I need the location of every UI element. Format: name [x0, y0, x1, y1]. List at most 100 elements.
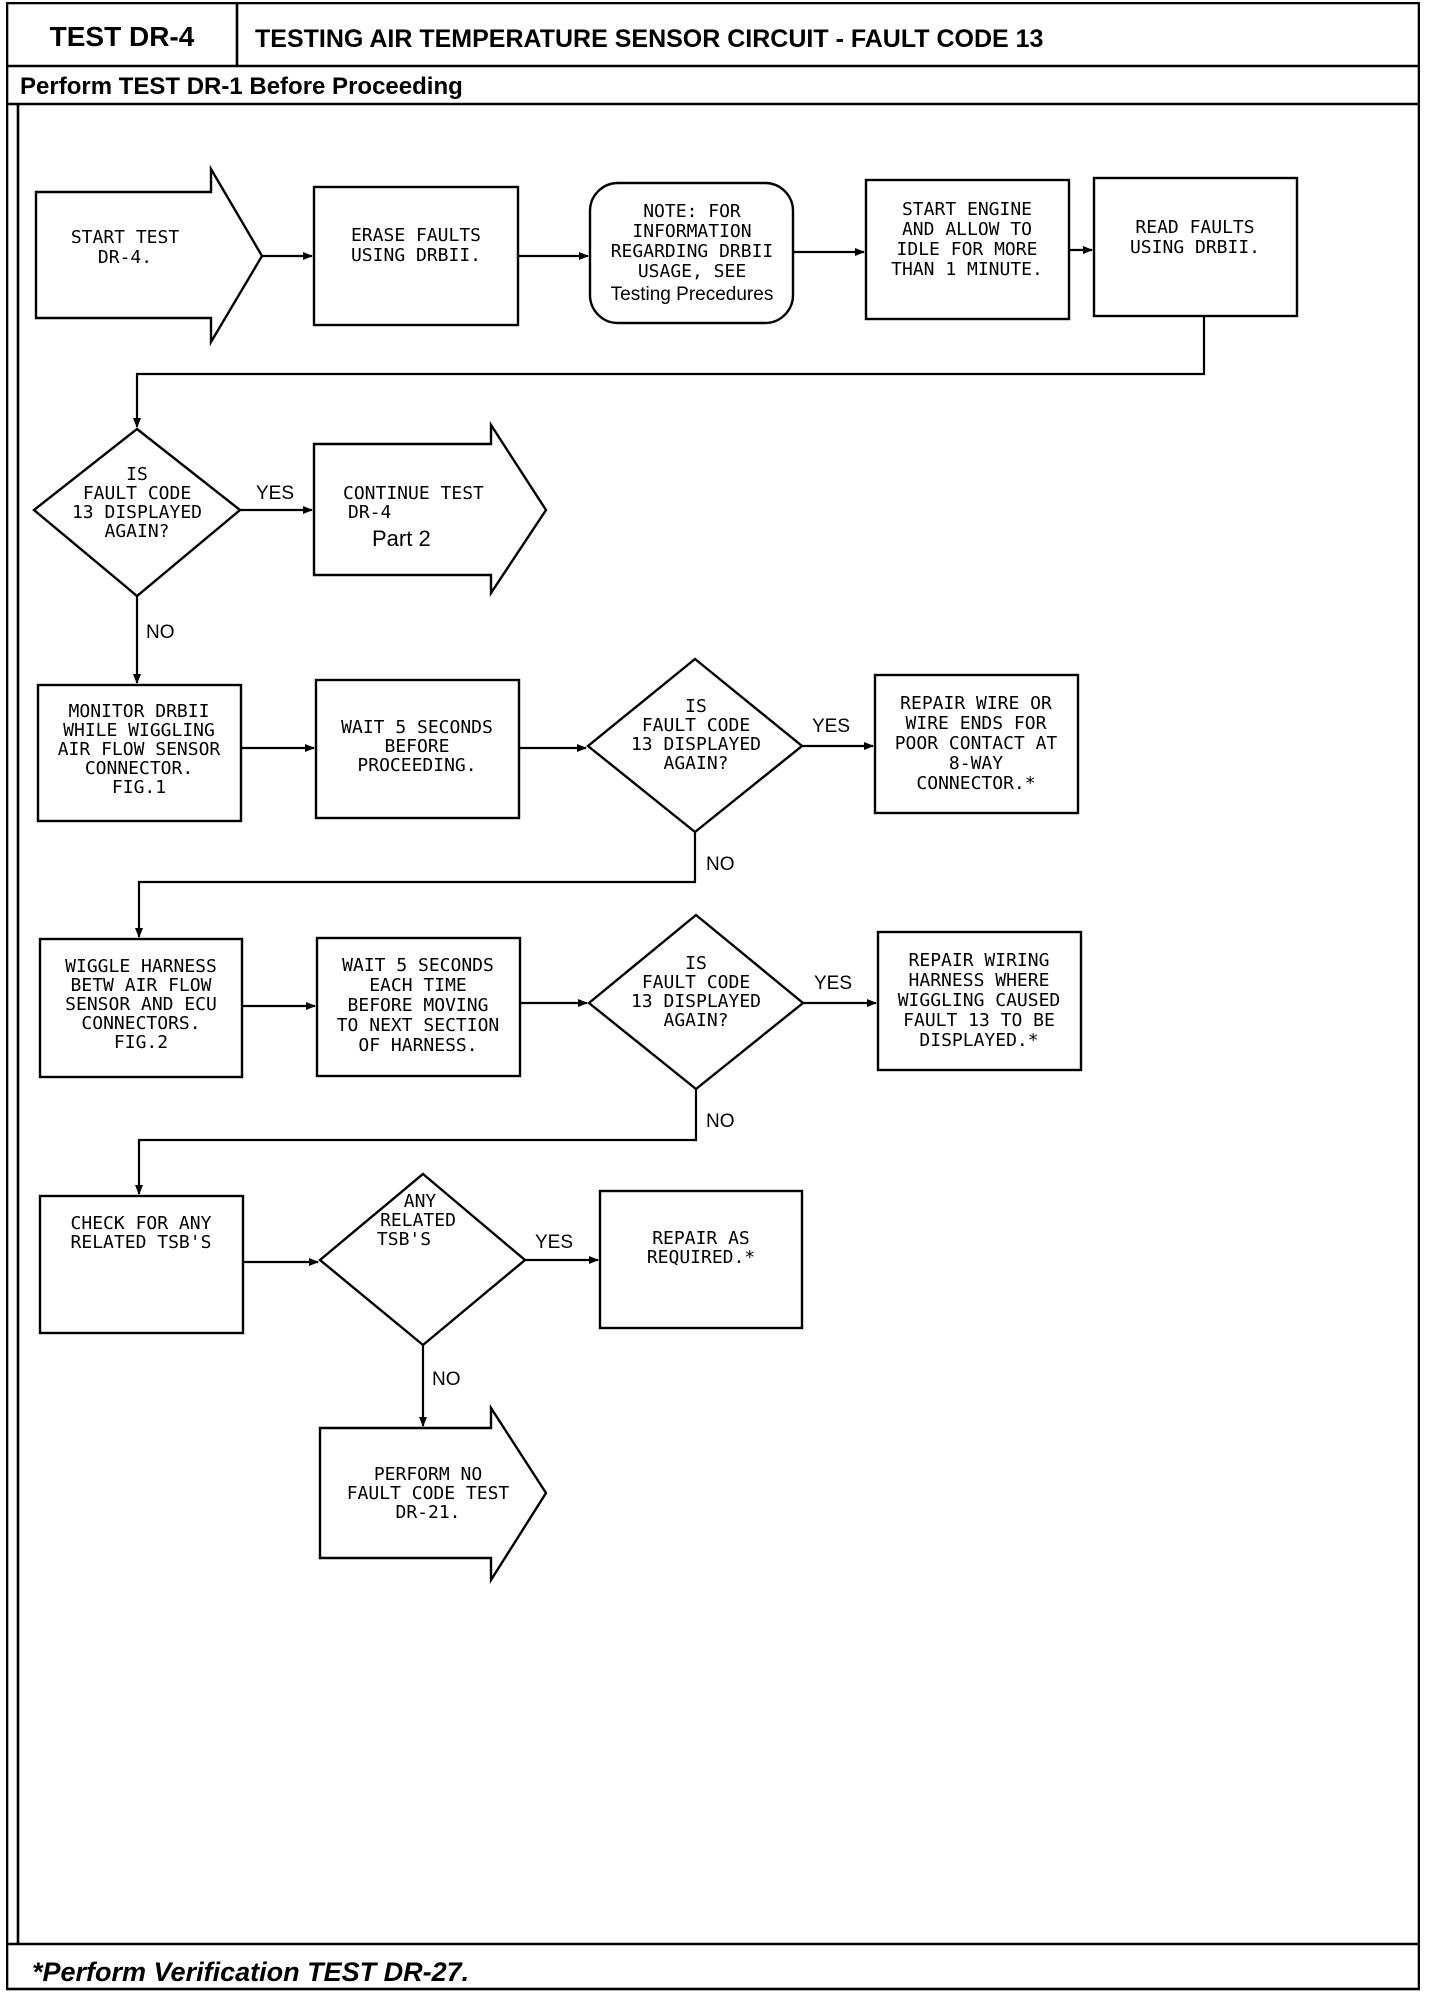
decision1-line-1: IS — [126, 464, 148, 485]
repair-harness-line-4: FAULT 13 TO BE — [903, 1010, 1055, 1031]
wiggle-box — [38, 937, 244, 1079]
decision4-line-1: ANY — [404, 1191, 437, 1212]
repair-wire-line-3: POOR CONTACT AT — [895, 733, 1058, 754]
note-line-2: INFORMATION — [632, 221, 751, 242]
decision2-yes-label: YES — [812, 716, 850, 737]
start-test-line-2: DR-4. — [98, 247, 152, 268]
perform-no-fault-line-3: DR-21. — [395, 1502, 460, 1523]
decision3-line-4: AGAIN? — [663, 1010, 728, 1031]
repair-required-text: REPAIR AS REQUIRED.* — [647, 1228, 755, 1268]
flowchart-page: TEST DR-4 TESTING AIR TEMPERATURE SENSOR… — [6, 2, 1420, 1992]
wait2-line-2: EACH TIME — [369, 975, 467, 996]
flowchart-canvas: TEST DR-4 TESTING AIR TEMPERATURE SENSOR… — [6, 2, 1420, 1991]
repair-required-box — [598, 1189, 804, 1330]
wiggle-line-3: SENSOR AND ECU — [65, 994, 217, 1015]
repair-harness-line-2: HARNESS WHERE — [909, 970, 1050, 991]
repair-wire-line-4: 8-WAY — [949, 753, 1003, 774]
monitor-line-4: CONNECTOR. — [85, 758, 193, 779]
test-id: TEST DR-4 — [50, 21, 195, 52]
perform-no-fault-arrow — [318, 1403, 548, 1585]
erase-faults-line-2: USING DRBII. — [351, 245, 481, 266]
decision4-line-3: TSB'S — [377, 1229, 431, 1250]
decision3-yes-label: YES — [814, 973, 852, 994]
decision4-no-label: NO — [432, 1369, 461, 1390]
continue-line-2: DR-4 — [348, 502, 391, 523]
note-line-1: NOTE: FOR — [643, 201, 741, 222]
decision3-text: IS FAULT CODE 13 DISPLAYED AGAIN? — [631, 953, 761, 1031]
decision2-text: IS FAULT CODE 13 DISPLAYED AGAIN? — [631, 696, 761, 774]
decision3-line-3: 13 DISPLAYED — [631, 991, 761, 1012]
perform-no-fault-line-2: FAULT CODE TEST — [347, 1483, 510, 1504]
monitor-line-2: WHILE WIGGLING — [63, 720, 215, 741]
decision3-line-2: FAULT CODE — [642, 972, 750, 993]
read-faults-box — [1092, 176, 1299, 318]
repair-wire-line-1: REPAIR WIRE OR — [900, 693, 1052, 714]
decision2-line-2: FAULT CODE — [642, 715, 750, 736]
wait2-line-4: TO NEXT SECTION — [337, 1015, 500, 1036]
prerequisite-note: Perform TEST DR-1 Before Proceeding — [20, 73, 463, 100]
wait1-line-2: BEFORE — [384, 736, 449, 757]
start-engine-line-3: IDLE FOR MORE — [897, 239, 1038, 260]
monitor-line-1: MONITOR DRBII — [69, 701, 210, 722]
start-engine-text: START ENGINE AND ALLOW TO IDLE FOR MORE … — [891, 199, 1043, 280]
repair-wire-line-5: CONNECTOR.* — [916, 773, 1035, 794]
continue-line-3: Part 2 — [372, 526, 431, 551]
read-faults-line-1: READ FAULTS — [1135, 217, 1254, 238]
continue-test-arrow — [312, 420, 548, 597]
perform-no-fault-text: PERFORM NO FAULT CODE TEST DR-21. — [347, 1464, 510, 1523]
wait2-text: WAIT 5 SECONDS EACH TIME BEFORE MOVING T… — [337, 955, 500, 1056]
note-line-4: USAGE, SEE — [638, 261, 746, 282]
start-engine-line-4: THAN 1 MINUTE. — [891, 259, 1043, 280]
start-test-arrow — [34, 164, 264, 347]
check-tsb-line-2: RELATED TSB'S — [71, 1232, 212, 1253]
continue-test-text: CONTINUE TEST DR-4 Part 2 — [343, 483, 484, 551]
decision2-line-1: IS — [685, 696, 707, 717]
repair-wire-box — [873, 673, 1080, 815]
continue-line-1: CONTINUE TEST — [343, 483, 484, 504]
decision4-line-2: RELATED — [380, 1210, 456, 1231]
wait2-line-5: OF HARNESS. — [358, 1035, 477, 1056]
monitor-line-5: FIG.1 — [112, 777, 166, 798]
decision4-text: ANY RELATED TSB'S — [377, 1191, 456, 1250]
wait1-line-3: PROCEEDING. — [357, 755, 476, 776]
monitor-box — [36, 683, 243, 823]
decision2-no-label: NO — [706, 854, 735, 875]
start-engine-box — [864, 178, 1071, 321]
read-faults-line-2: USING DRBII. — [1130, 237, 1260, 258]
erase-faults-line-1: ERASE FAULTS — [351, 225, 481, 246]
arrow-read-to-decision1 — [133, 316, 1206, 428]
decision4-yes-label: YES — [535, 1232, 573, 1253]
decision1-text: IS FAULT CODE 13 DISPLAYED AGAIN? — [72, 464, 202, 542]
check-tsb-box — [38, 1194, 245, 1335]
arrow-decision2-no — [135, 832, 697, 938]
note-line-3: REGARDING DRBII — [611, 241, 774, 262]
repair-wire-text: REPAIR WIRE OR WIRE ENDS FOR POOR CONTAC… — [895, 693, 1058, 794]
wiggle-line-1: WIGGLE HARNESS — [65, 956, 217, 977]
page-title: TESTING AIR TEMPERATURE SENSOR CIRCUIT -… — [255, 25, 1043, 53]
note-line-5: Testing Precedures — [611, 284, 774, 305]
start-engine-line-1: START ENGINE — [902, 199, 1032, 220]
repair-wire-line-2: WIRE ENDS FOR — [906, 713, 1047, 734]
repair-harness-text: REPAIR WIRING HARNESS WHERE WIGGLING CAU… — [898, 950, 1061, 1051]
wiggle-text: WIGGLE HARNESS BETW AIR FLOW SENSOR AND … — [65, 956, 217, 1053]
repair-harness-box — [876, 930, 1083, 1072]
erase-faults-text: ERASE FAULTS USING DRBII. — [351, 225, 481, 266]
note-text: NOTE: FOR INFORMATION REGARDING DRBII US… — [611, 201, 774, 305]
monitor-line-3: AIR FLOW SENSOR — [58, 739, 221, 760]
perform-no-fault-line-1: PERFORM NO — [374, 1464, 482, 1485]
read-faults-text: READ FAULTS USING DRBII. — [1130, 217, 1260, 258]
decision1-line-4: AGAIN? — [104, 521, 169, 542]
footer-note: *Perform Verification TEST DR-27. — [32, 1957, 469, 1987]
decision1-no-label: NO — [146, 622, 175, 643]
decision3-no-label: NO — [706, 1111, 735, 1132]
wiggle-line-5: FIG.2 — [114, 1032, 168, 1053]
decision2-line-3: 13 DISPLAYED — [631, 734, 761, 755]
wiggle-line-4: CONNECTORS. — [81, 1013, 200, 1034]
decision1-yes-label: YES — [256, 483, 294, 504]
decision3-line-1: IS — [685, 953, 707, 974]
repair-harness-line-5: DISPLAYED.* — [919, 1030, 1038, 1051]
erase-faults-box — [312, 185, 520, 327]
check-tsb-line-1: CHECK FOR ANY — [71, 1213, 212, 1234]
wait2-line-3: BEFORE MOVING — [348, 995, 489, 1016]
check-tsb-text: CHECK FOR ANY RELATED TSB'S — [71, 1213, 212, 1253]
